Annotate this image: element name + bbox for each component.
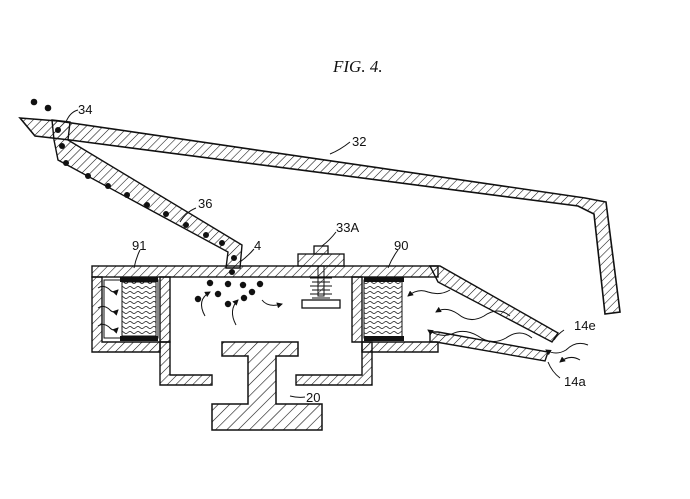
label-20: 20 xyxy=(306,390,320,405)
figure-title: FIG. 4. xyxy=(332,57,383,76)
label-14a: 14a xyxy=(564,374,586,389)
housing-body xyxy=(91,276,439,386)
label-90: 90 xyxy=(394,238,408,253)
label-14e: 14e xyxy=(574,318,596,333)
label-34: 34 xyxy=(78,102,92,117)
label-32: 32 xyxy=(352,134,366,149)
label-4: 4 xyxy=(254,238,261,253)
rotor-20 xyxy=(211,341,323,431)
label-36: 36 xyxy=(198,196,212,211)
leader-lines xyxy=(65,109,565,398)
valve-33a xyxy=(297,245,345,309)
housing-top-plate xyxy=(91,265,439,278)
left-filter-91 xyxy=(103,277,159,341)
particles xyxy=(30,98,264,308)
reference-labels: 34 32 36 33A 4 91 90 14e 14a 20 xyxy=(78,102,596,405)
label-33a: 33A xyxy=(336,220,359,235)
outlet-duct xyxy=(428,265,559,362)
airflow-arrows xyxy=(97,285,589,363)
right-filter-90 xyxy=(363,277,404,341)
label-91: 91 xyxy=(132,238,146,253)
